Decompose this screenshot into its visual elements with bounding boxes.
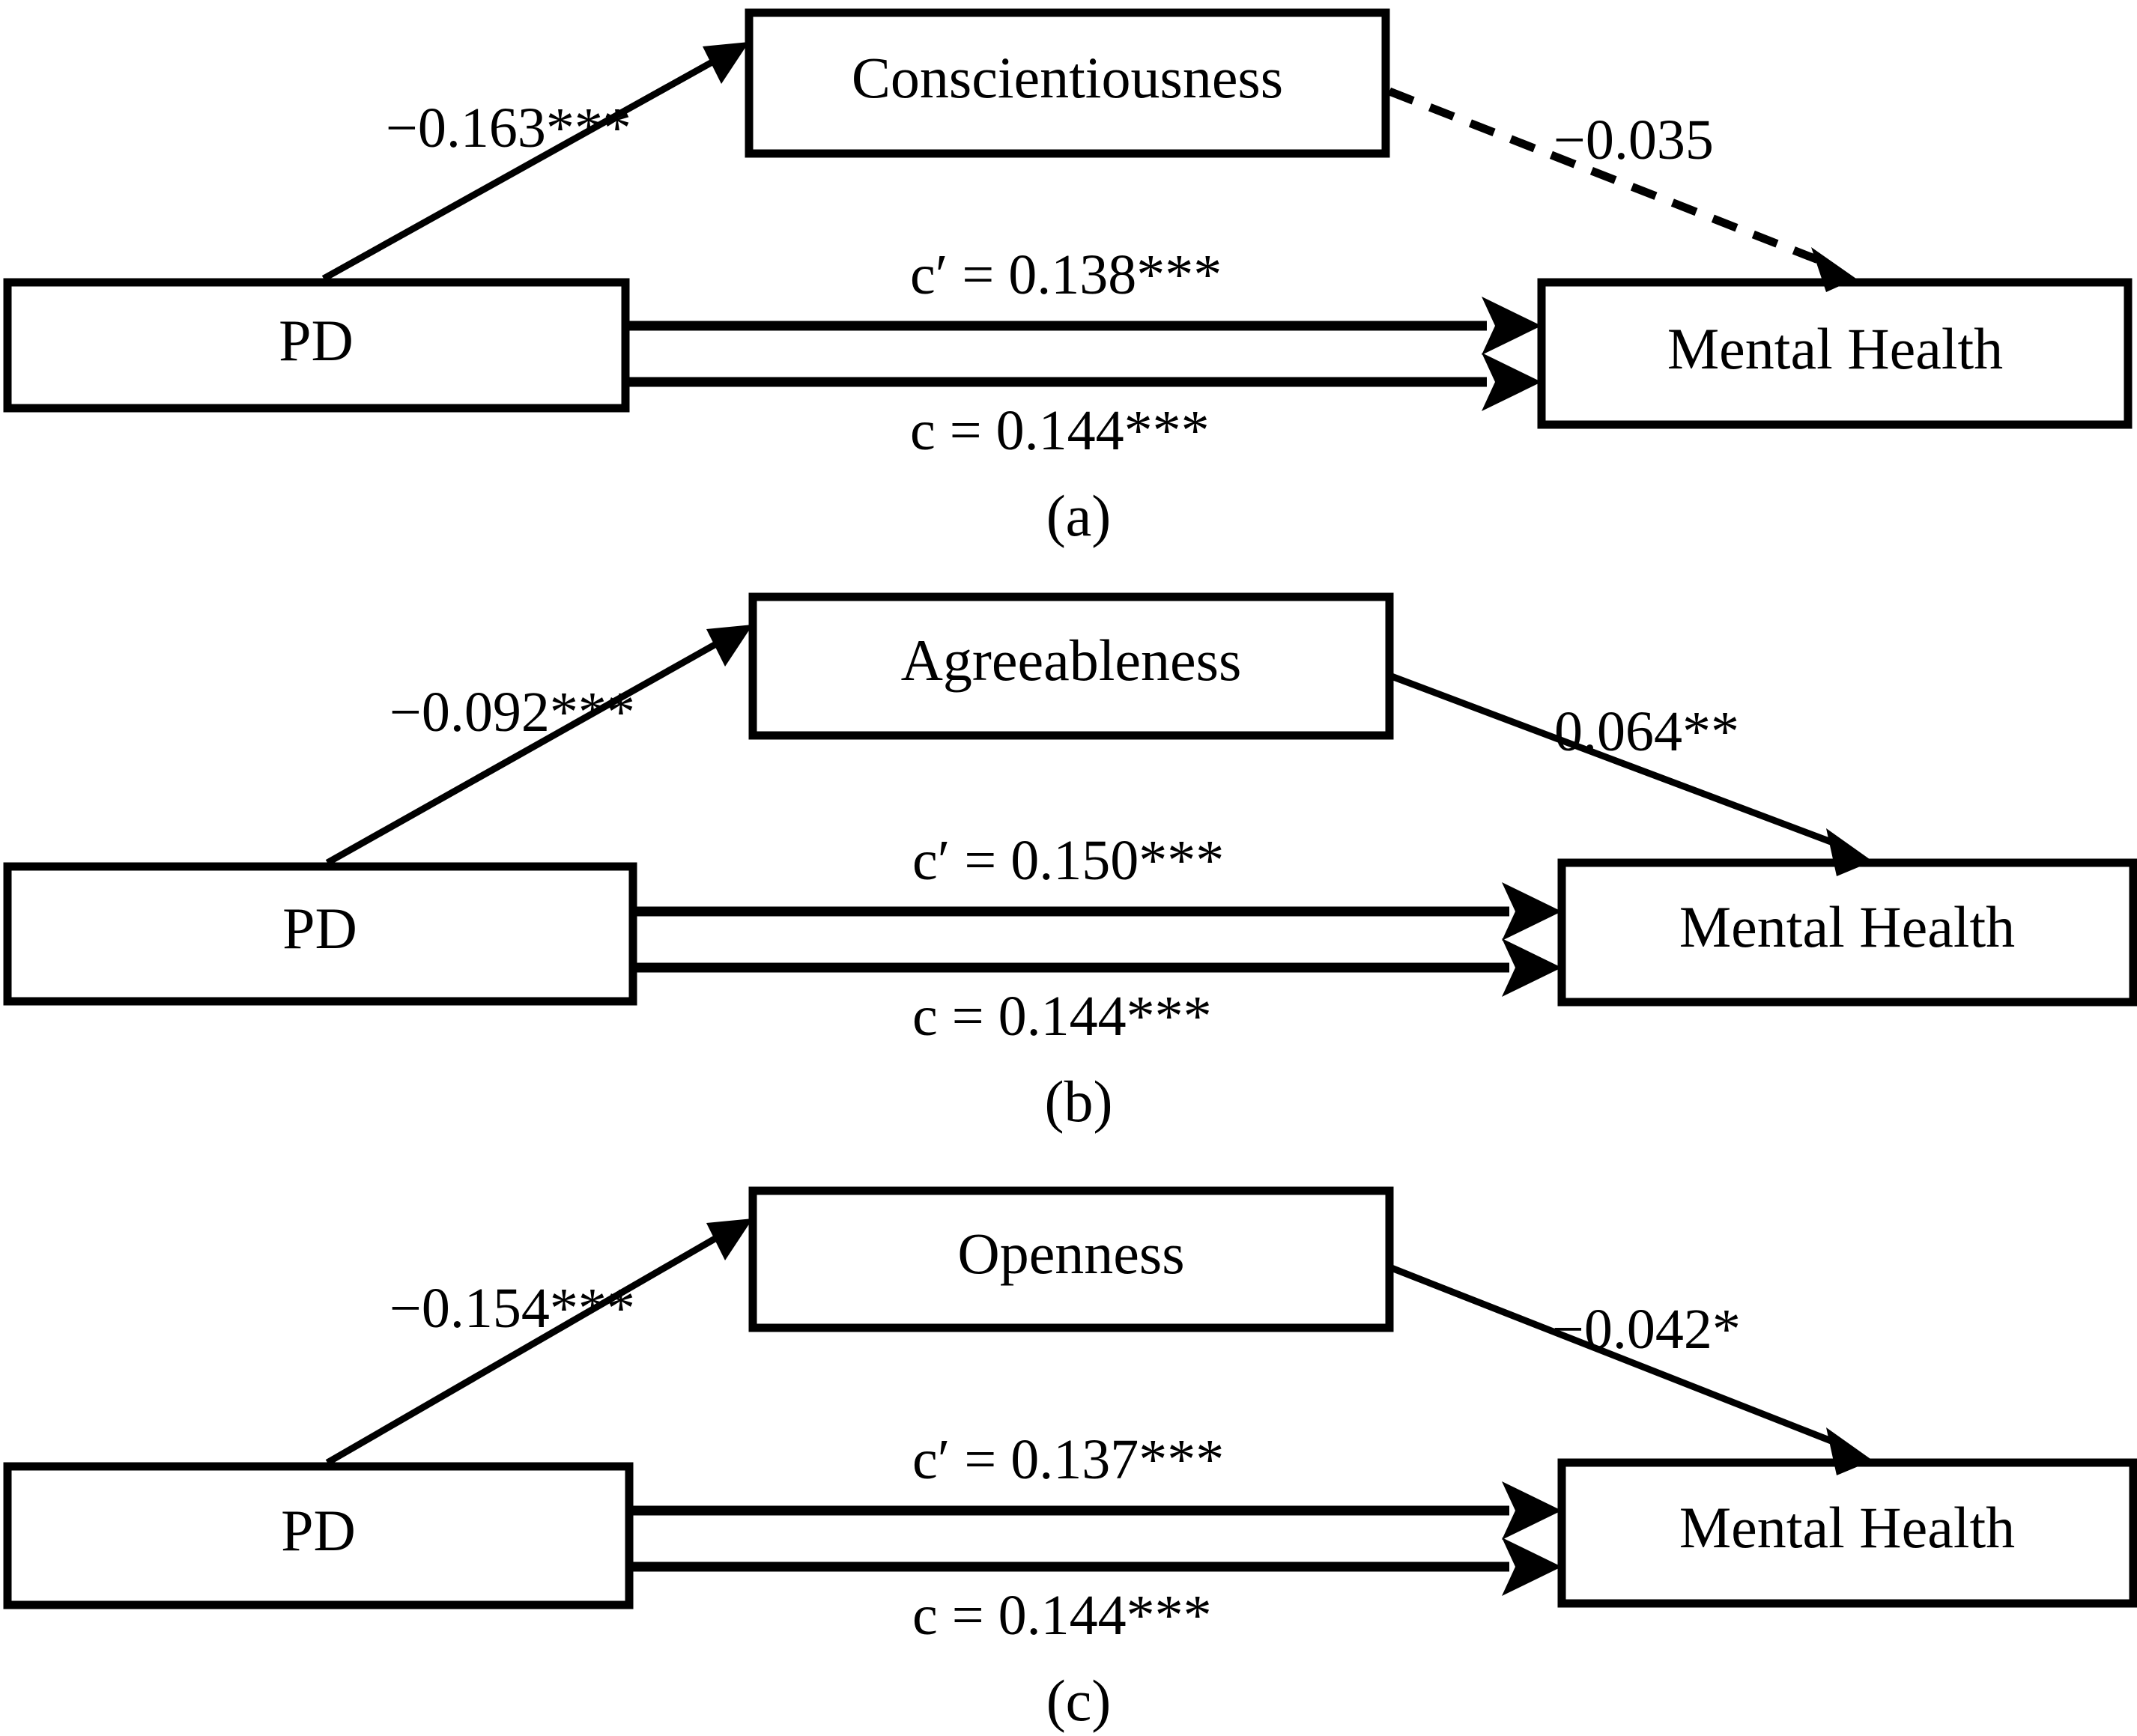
panel-c-outcome-label: Mental Health bbox=[1679, 1495, 2015, 1560]
panel-a-path-b-label: −0.035 bbox=[1554, 109, 1714, 172]
panel-b-outcome-label: Mental Health bbox=[1679, 894, 2015, 959]
panel-b-path-a-label: −0.092*** bbox=[389, 681, 635, 744]
panel-c-path-b-line bbox=[1388, 1263, 1840, 1448]
panel-a-caption: (a) bbox=[1046, 483, 1112, 548]
panel-a-path-b-arrowhead bbox=[1811, 247, 1856, 292]
panel-c-predictor-box bbox=[3, 1462, 634, 1609]
panel-c-mediator-box bbox=[748, 1186, 1394, 1332]
panel-b-predictor-box bbox=[3, 862, 637, 1006]
panel-c-path-c-label: c = 0.144*** bbox=[912, 1584, 1212, 1647]
panel-b-path-c-arrowhead bbox=[1502, 938, 1562, 997]
panel-a: Conscientiousness PD Mental Health −0.16… bbox=[3, 8, 2133, 548]
panel-c-path-a-line bbox=[325, 1229, 729, 1466]
panel-a-path-a-label: −0.163*** bbox=[386, 97, 631, 160]
panel-c-mediator-label: Openness bbox=[957, 1221, 1184, 1286]
panel-b-mediator-label: Agreeableness bbox=[901, 628, 1242, 693]
panel-c-caption: (c) bbox=[1046, 1668, 1112, 1733]
panel-a-path-c-label: c = 0.144*** bbox=[910, 399, 1210, 462]
panel-a-path-a-line bbox=[321, 53, 725, 282]
panel-b-path-cprime-arrowhead bbox=[1502, 882, 1562, 941]
panel-b-predictor-label: PD bbox=[282, 896, 357, 961]
panel-b-path-cprime-label: c′ = 0.150*** bbox=[912, 829, 1224, 892]
panel-b: Agreeableness PD Mental Health −0.092***… bbox=[3, 592, 2137, 1134]
panel-b-path-a-line bbox=[325, 635, 729, 866]
panel-b-caption: (b) bbox=[1045, 1069, 1113, 1134]
panel-a-outcome-label: Mental Health bbox=[1667, 316, 2003, 381]
panel-c-predictor-label: PD bbox=[281, 1498, 356, 1563]
panel-c-path-b-arrowhead bbox=[1826, 1427, 1873, 1475]
panel-b-path-a-arrowhead bbox=[706, 625, 753, 667]
panel-c: Openness PD Mental Health −0.154*** −0.0… bbox=[3, 1186, 2137, 1733]
panel-c-path-b-label: −0.042* bbox=[1552, 1298, 1741, 1361]
panel-a-path-cprime-label: c′ = 0.138*** bbox=[910, 243, 1222, 306]
panel-b-mediator-box bbox=[748, 592, 1394, 740]
panel-b-path-b-label: 0.064** bbox=[1554, 700, 1739, 763]
panel-c-path-cprime-arrowhead bbox=[1502, 1481, 1562, 1540]
panel-b-path-b-arrowhead bbox=[1826, 828, 1873, 876]
panel-c-path-a-label: −0.154*** bbox=[389, 1277, 635, 1340]
panel-a-predictor-label: PD bbox=[279, 308, 354, 373]
panel-a-predictor-box bbox=[3, 278, 630, 413]
panel-c-path-cprime-label: c′ = 0.137*** bbox=[912, 1428, 1224, 1491]
panel-c-path-a-arrowhead bbox=[706, 1218, 753, 1260]
panel-a-mediator-label: Conscientiousness bbox=[852, 45, 1283, 110]
panel-c-path-c-arrowhead bbox=[1502, 1538, 1562, 1596]
panel-a-path-a-arrowhead bbox=[703, 42, 749, 84]
panel-a-path-b-line bbox=[1387, 87, 1830, 268]
panel-a-path-c-arrowhead bbox=[1482, 353, 1542, 411]
panel-c-outcome-box bbox=[1557, 1458, 2137, 1608]
panel-b-path-b-line bbox=[1388, 672, 1840, 849]
panel-a-path-cprime-arrowhead bbox=[1482, 297, 1542, 355]
panel-b-path-c-label: c = 0.144*** bbox=[912, 985, 1212, 1048]
panel-a-mediator-box bbox=[745, 8, 1390, 158]
